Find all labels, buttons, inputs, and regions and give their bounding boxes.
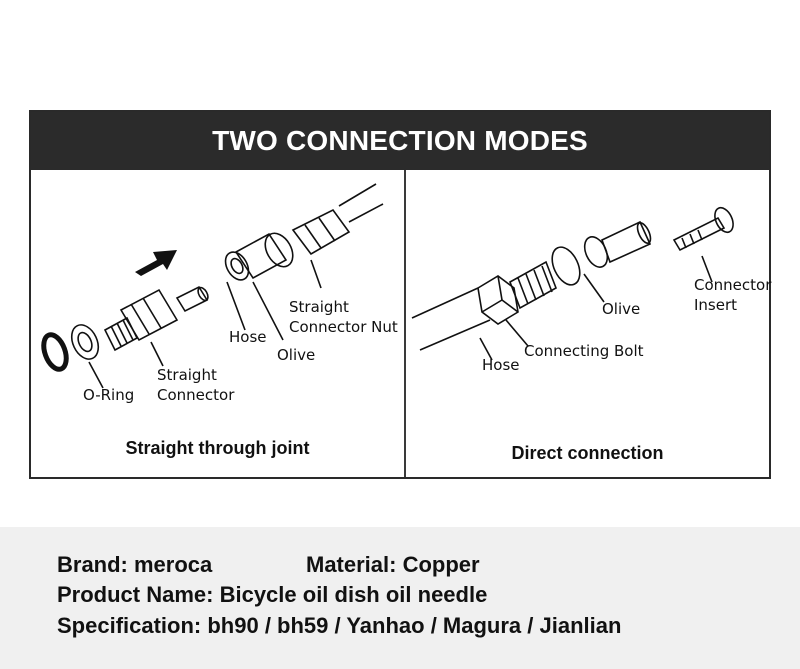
- product-name-text: Product Name: Bicycle oil dish oil needl…: [57, 582, 488, 607]
- straight-through-caption: Straight through joint: [125, 438, 310, 458]
- diagram-title: TWO CONNECTION MODES: [31, 112, 769, 170]
- straight-connector-nut-label-line1: Straight: [289, 298, 349, 316]
- direct-connection-caption: Direct connection: [511, 443, 664, 463]
- o-ring-label: O-Ring: [83, 386, 135, 404]
- hose-label: Hose: [482, 356, 520, 374]
- olive-label: Olive: [602, 300, 641, 318]
- connection-diagram: TWO CONNECTION MODES: [29, 110, 771, 479]
- brand-text: Brand: meroca: [57, 552, 213, 577]
- hose-label: Hose: [229, 328, 267, 346]
- straight-connector-label-line2: Connector: [157, 386, 235, 404]
- product-specs: Brand: meroca Material: Copper Product N…: [0, 527, 800, 669]
- direct-connection-panel: Hose Connecting Bolt Olive Connector Ins…: [406, 170, 772, 477]
- specification-text: Specification: bh90 / bh59 / Yanhao / Ma…: [57, 613, 622, 638]
- straight-connector-label-line1: Straight: [157, 366, 217, 384]
- straight-connector-nut-label-line2: Connector Nut: [289, 318, 398, 336]
- panel-divider: [404, 170, 406, 477]
- material-text: Material: Copper: [306, 552, 480, 577]
- straight-through-panel: O-Ring Straight Connector Hose Olive Str…: [31, 170, 404, 477]
- connecting-bolt-label: Connecting Bolt: [524, 342, 644, 360]
- straight-joint-illustration: [41, 183, 384, 389]
- direct-connection-illustration: [411, 206, 734, 361]
- connector-insert-label-line2: Insert: [694, 296, 738, 314]
- olive-label: Olive: [277, 346, 316, 364]
- connector-insert-label-line1: Connector: [694, 276, 772, 294]
